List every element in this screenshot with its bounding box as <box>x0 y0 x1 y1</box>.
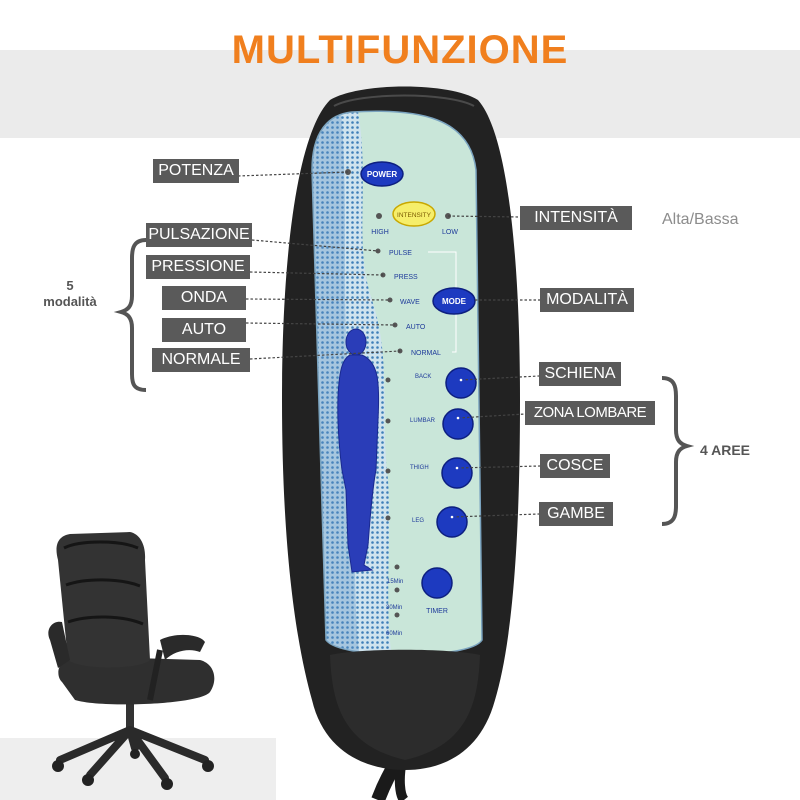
office-chair-image <box>48 532 215 790</box>
remote-bottom <box>330 649 480 760</box>
mode-indicators: PULSE PRESS WAVE AUTO NORMAL <box>375 248 441 357</box>
areas-brace <box>661 376 695 526</box>
label-gambe: GAMBE <box>539 502 613 526</box>
label-potenza: POTENZA <box>153 159 239 183</box>
svg-text:THIGH: THIGH <box>410 465 429 471</box>
svg-text:TIMER: TIMER <box>426 608 448 615</box>
label-schiena: SCHIENA <box>539 362 621 386</box>
leader-lines <box>237 171 541 518</box>
modes-brace <box>113 238 147 392</box>
page-title: MULTIFUNZIONE <box>231 28 569 72</box>
alta-bassa-text: Alta/Bassa <box>662 211 739 228</box>
svg-text:WAVE: WAVE <box>400 299 420 306</box>
timer-button <box>421 567 453 599</box>
timer-indicators: 15Min 30Min 60Min <box>386 564 403 637</box>
modes-count-label: 5 modalità <box>43 278 97 309</box>
label-cosce: COSCE <box>540 454 610 478</box>
label-onda: ONDA <box>162 286 246 310</box>
label-intensita: INTENSITÀ <box>520 206 632 230</box>
svg-text:MODE: MODE <box>442 297 467 306</box>
area-buttons: BACK LUMBAR THIGH LEG <box>385 367 477 538</box>
label-auto: AUTO <box>162 318 246 342</box>
label-zona-lombare: ZONA LOMBARE <box>525 401 655 425</box>
mode-button <box>432 287 476 315</box>
svg-text:LUMBAR: LUMBAR <box>410 418 436 424</box>
power-button <box>360 161 404 187</box>
svg-text:30Min: 30Min <box>386 605 402 611</box>
body-silhouette-icon <box>337 328 380 573</box>
back-button <box>445 367 477 399</box>
svg-text:AUTO: AUTO <box>406 324 426 331</box>
svg-text:BACK: BACK <box>415 374 431 380</box>
svg-text:60Min: 60Min <box>386 631 402 637</box>
thigh-button <box>441 457 473 489</box>
label-modalita: MODALITÀ <box>540 288 634 312</box>
svg-text:NORMAL: NORMAL <box>411 350 441 357</box>
svg-text:LEG: LEG <box>412 518 424 524</box>
leg-button <box>436 506 468 538</box>
lumbar-button <box>442 408 474 440</box>
label-pressione: PRESSIONE <box>146 255 250 279</box>
areas-count-label: 4 AREE <box>699 442 751 458</box>
svg-text:POWER: POWER <box>367 170 397 179</box>
svg-text:HIGH: HIGH <box>371 229 389 236</box>
label-pulsazione: PULSAZIONE <box>146 223 252 247</box>
label-normale: NORMALE <box>152 348 250 372</box>
svg-text:LOW: LOW <box>442 229 458 236</box>
svg-text:15Min: 15Min <box>387 579 403 585</box>
intensity-button <box>392 201 436 227</box>
svg-text:INTENSITY: INTENSITY <box>397 212 432 219</box>
svg-text:PRESS: PRESS <box>394 274 418 281</box>
svg-text:PULSE: PULSE <box>389 250 412 257</box>
